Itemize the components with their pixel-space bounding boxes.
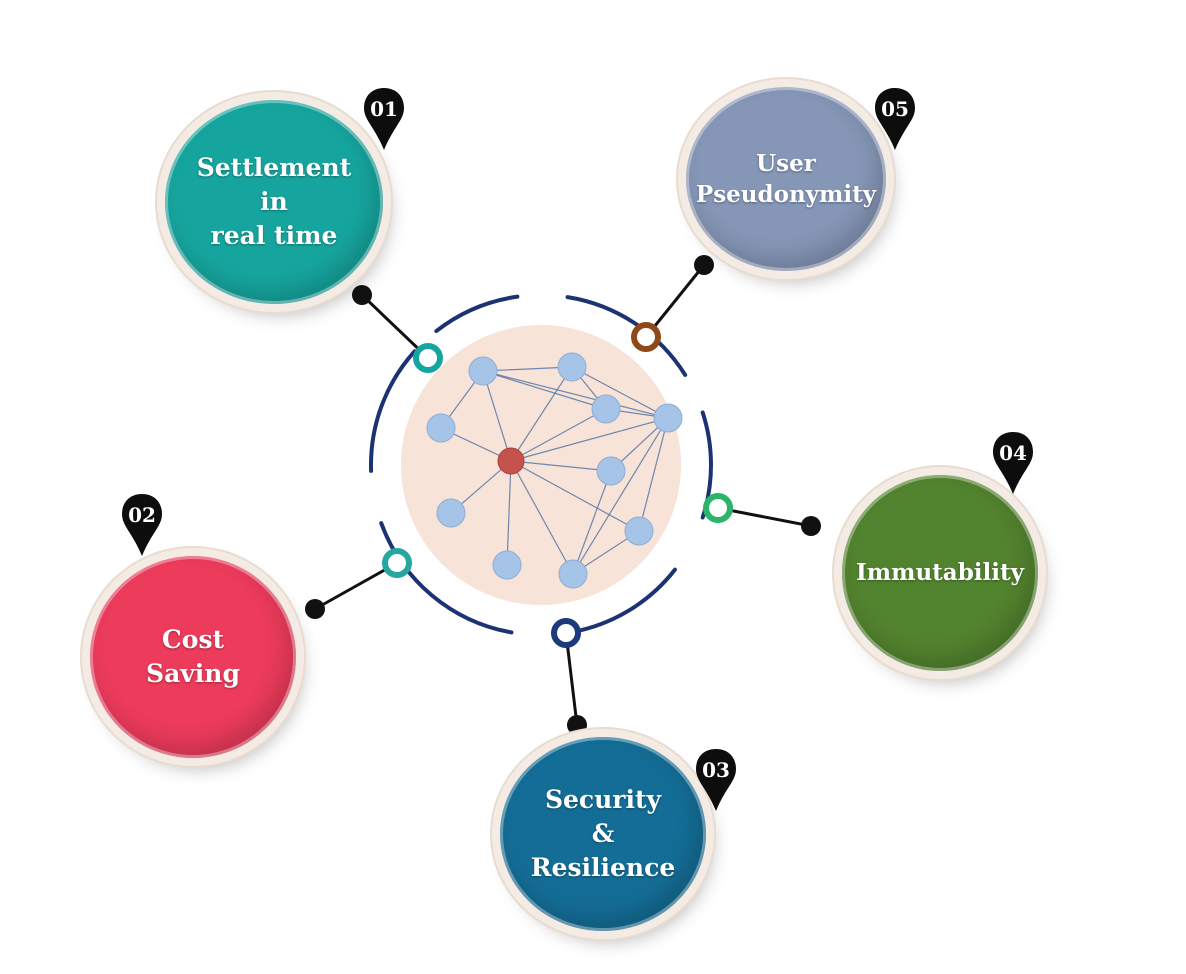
node-label: Immutability (856, 559, 1024, 587)
node-label: Security & Resilience (530, 785, 676, 882)
node-user-pseudonymity: User Pseudonymity (686, 87, 886, 271)
ring-arc (565, 295, 688, 377)
network-node (557, 352, 587, 382)
network-node (591, 394, 621, 424)
hub-disc (401, 325, 681, 605)
connector-ring (551, 618, 581, 648)
connector-dot (352, 285, 372, 305)
network-node (653, 403, 683, 433)
ring-arc (379, 521, 514, 635)
connector-line (717, 506, 812, 528)
connector-line (644, 264, 706, 338)
map-pin-icon (875, 88, 915, 150)
network-edge (510, 417, 669, 462)
node-label: User Pseudonymity (695, 149, 877, 208)
map-pin-icon (696, 749, 736, 811)
node-security-resilience: Security & Resilience (500, 737, 706, 931)
connector-ring (631, 322, 661, 352)
network-edge (572, 417, 669, 575)
node-face: Settlement in real time (165, 100, 383, 304)
pin-number: 04 (999, 441, 1027, 465)
network-edge (638, 417, 669, 532)
number-pin: 01 (361, 86, 407, 152)
node-face: Cost Saving (90, 556, 296, 758)
network-node (596, 456, 626, 486)
network-edge (510, 408, 607, 462)
connector-dot (567, 715, 587, 735)
pin-number: 05 (881, 97, 909, 121)
network-edge (571, 366, 669, 419)
ring-arc (434, 294, 520, 334)
connector-dot (305, 599, 325, 619)
node-cost-saving: Cost Saving (90, 556, 296, 758)
network-edge (572, 470, 612, 575)
node-label: Settlement in real time (196, 153, 352, 250)
network-edge (482, 366, 573, 372)
network-edge (510, 460, 612, 472)
connector-ring (703, 493, 733, 523)
map-pin-icon (993, 432, 1033, 494)
network-center-node (497, 447, 525, 475)
node-face: Immutability (842, 475, 1038, 671)
network-edge (510, 366, 573, 462)
network-node (492, 550, 522, 580)
network-graph (426, 352, 683, 589)
node-face: Security & Resilience (500, 737, 706, 931)
network-node (558, 559, 588, 589)
number-pin: 02 (119, 492, 165, 558)
node-settlement-in-real-time: Settlement in real time (165, 100, 383, 304)
connector-line (564, 632, 579, 726)
network-edge (482, 370, 669, 419)
network-node (468, 356, 498, 386)
pin-number: 02 (128, 503, 156, 527)
connectors (305, 255, 821, 735)
number-pin: 03 (693, 747, 739, 813)
network-edge (510, 460, 640, 532)
connector-dot (694, 255, 714, 275)
network-edge (510, 460, 574, 575)
node-label: Cost Saving (146, 625, 240, 688)
map-pin-icon (364, 88, 404, 150)
ring-arc (369, 349, 417, 473)
network-edge (506, 460, 512, 566)
number-pin: 04 (990, 430, 1036, 496)
network-node (426, 413, 456, 443)
ring-arc (568, 567, 677, 635)
number-pin: 05 (872, 86, 918, 152)
network-edge (482, 370, 607, 410)
network-node (436, 498, 466, 528)
connector-line (360, 293, 430, 360)
connector-ring (382, 548, 412, 578)
connector-line (314, 561, 398, 611)
node-face: User Pseudonymity (686, 87, 886, 271)
connector-dot (801, 516, 821, 536)
node-immutability: Immutability (842, 475, 1038, 671)
pin-number: 01 (370, 97, 398, 121)
network-edge (482, 370, 512, 462)
network-node (624, 516, 654, 546)
map-pin-icon (122, 494, 162, 556)
connector-ring (413, 343, 443, 373)
pin-number: 03 (702, 758, 730, 782)
